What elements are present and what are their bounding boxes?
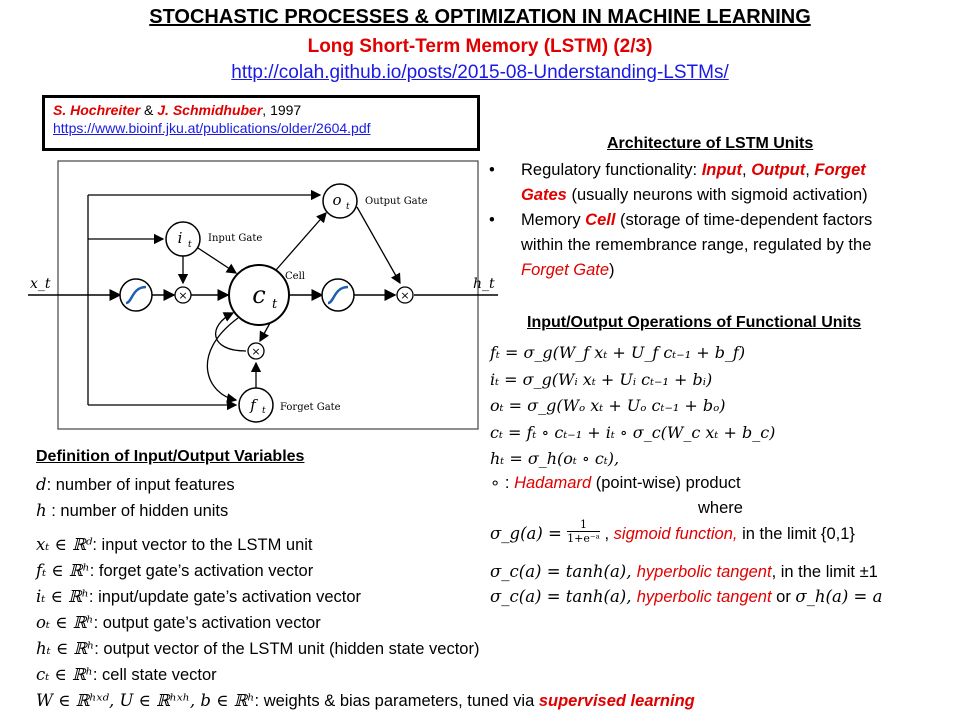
svg-text:c: c bbox=[252, 281, 265, 309]
source-link[interactable]: http://colah.github.io/posts/2015-08-Und… bbox=[231, 62, 729, 83]
equation-forget: fₜ = σ_g(W_f xₜ + U_f cₜ₋₁ + b_f) bbox=[490, 343, 746, 362]
forget-multiply-node bbox=[247, 342, 265, 360]
input-multiply-node bbox=[174, 286, 192, 304]
input-gate-node bbox=[165, 221, 201, 257]
input-gate-label: Input Gate bbox=[208, 233, 262, 244]
equation-output: oₜ = σ_g(Wₒ xₜ + Uₒ cₜ₋₁ + bₒ) bbox=[490, 396, 726, 415]
where-label: where bbox=[698, 499, 743, 517]
author-ampersand: & bbox=[140, 102, 158, 118]
architecture-heading: Architecture of LSTM Units bbox=[607, 135, 814, 152]
diagram-input-label: x_t bbox=[30, 276, 51, 292]
operations-heading: Input/Output Operations of Functional Un… bbox=[527, 314, 862, 331]
forget-gate-node bbox=[238, 387, 274, 423]
tanh-identity-definition: σ_c(a) = tanh(a), hyperbolic tangent or … bbox=[490, 587, 883, 606]
tanh-definition: σ_c(a) = tanh(a), hyperbolic tangent, in… bbox=[490, 562, 878, 581]
paper-link[interactable]: https://www.bioinf.jku.at/publications/o… bbox=[53, 120, 371, 136]
svg-text:t: t bbox=[272, 297, 278, 312]
svg-text:t: t bbox=[346, 202, 350, 212]
reference-authors: S. Hochreiter & J. Schmidhuber, 1997 bbox=[53, 102, 469, 118]
output-multiply-node bbox=[396, 286, 414, 304]
svg-text:t: t bbox=[188, 240, 192, 250]
output-gate-label: Output Gate bbox=[365, 196, 428, 207]
cell-node bbox=[228, 264, 290, 326]
equation-hidden: hₜ = σ_h(oₜ ∘ cₜ), bbox=[490, 449, 620, 468]
hadamard-note: ∘ : Hadamard (point-wise) product bbox=[490, 474, 741, 492]
reference-box: S. Hochreiter & J. Schmidhuber, 1997 htt… bbox=[42, 95, 480, 151]
svg-text:×: × bbox=[178, 289, 187, 302]
output-tanh-node bbox=[321, 278, 355, 312]
definitions-list: d: number of input features h : number o… bbox=[36, 475, 695, 710]
lstm-diagram: × × × c t i t o t f t x_t h_t Input Gate… bbox=[28, 160, 498, 430]
cell-label: Cell bbox=[285, 271, 305, 282]
page-subtitle: Long Short-Term Memory (LSTM) (2/3) bbox=[307, 36, 653, 57]
operations-equations: fₜ = σ_g(W_f xₜ + U_f cₜ₋₁ + b_f) iₜ = σ… bbox=[490, 340, 775, 473]
svg-text:×: × bbox=[400, 289, 409, 302]
output-gate-node bbox=[322, 183, 358, 219]
author-hochreiter: S. Hochreiter bbox=[53, 102, 141, 118]
svg-text:i: i bbox=[178, 229, 183, 247]
diagram-output-label: h_t bbox=[473, 276, 495, 292]
equation-input: iₜ = σ_g(Wᵢ xₜ + Uᵢ cₜ₋₁ + bᵢ) bbox=[490, 369, 713, 389]
svg-text:o: o bbox=[332, 191, 341, 209]
page-title: STOCHASTIC PROCESSES & OPTIMIZATION IN M… bbox=[149, 6, 811, 28]
svg-text:t: t bbox=[262, 406, 266, 416]
forget-gate-label: Forget Gate bbox=[280, 402, 341, 413]
svg-text:f: f bbox=[249, 396, 258, 414]
input-tanh-node bbox=[119, 278, 153, 312]
svg-text:×: × bbox=[251, 345, 260, 358]
reference-year: , 1997 bbox=[262, 102, 302, 118]
architecture-bullets: •Regulatory functionality: Input, Output… bbox=[489, 161, 873, 279]
author-schmidhuber: J. Schmidhuber bbox=[157, 102, 263, 118]
definitions-heading: Definition of Input/Output Variables bbox=[36, 448, 305, 465]
equation-cell: cₜ = fₜ ∘ cₜ₋₁ + iₜ ∘ σ_c(W_c xₜ + b_c) bbox=[490, 422, 776, 442]
